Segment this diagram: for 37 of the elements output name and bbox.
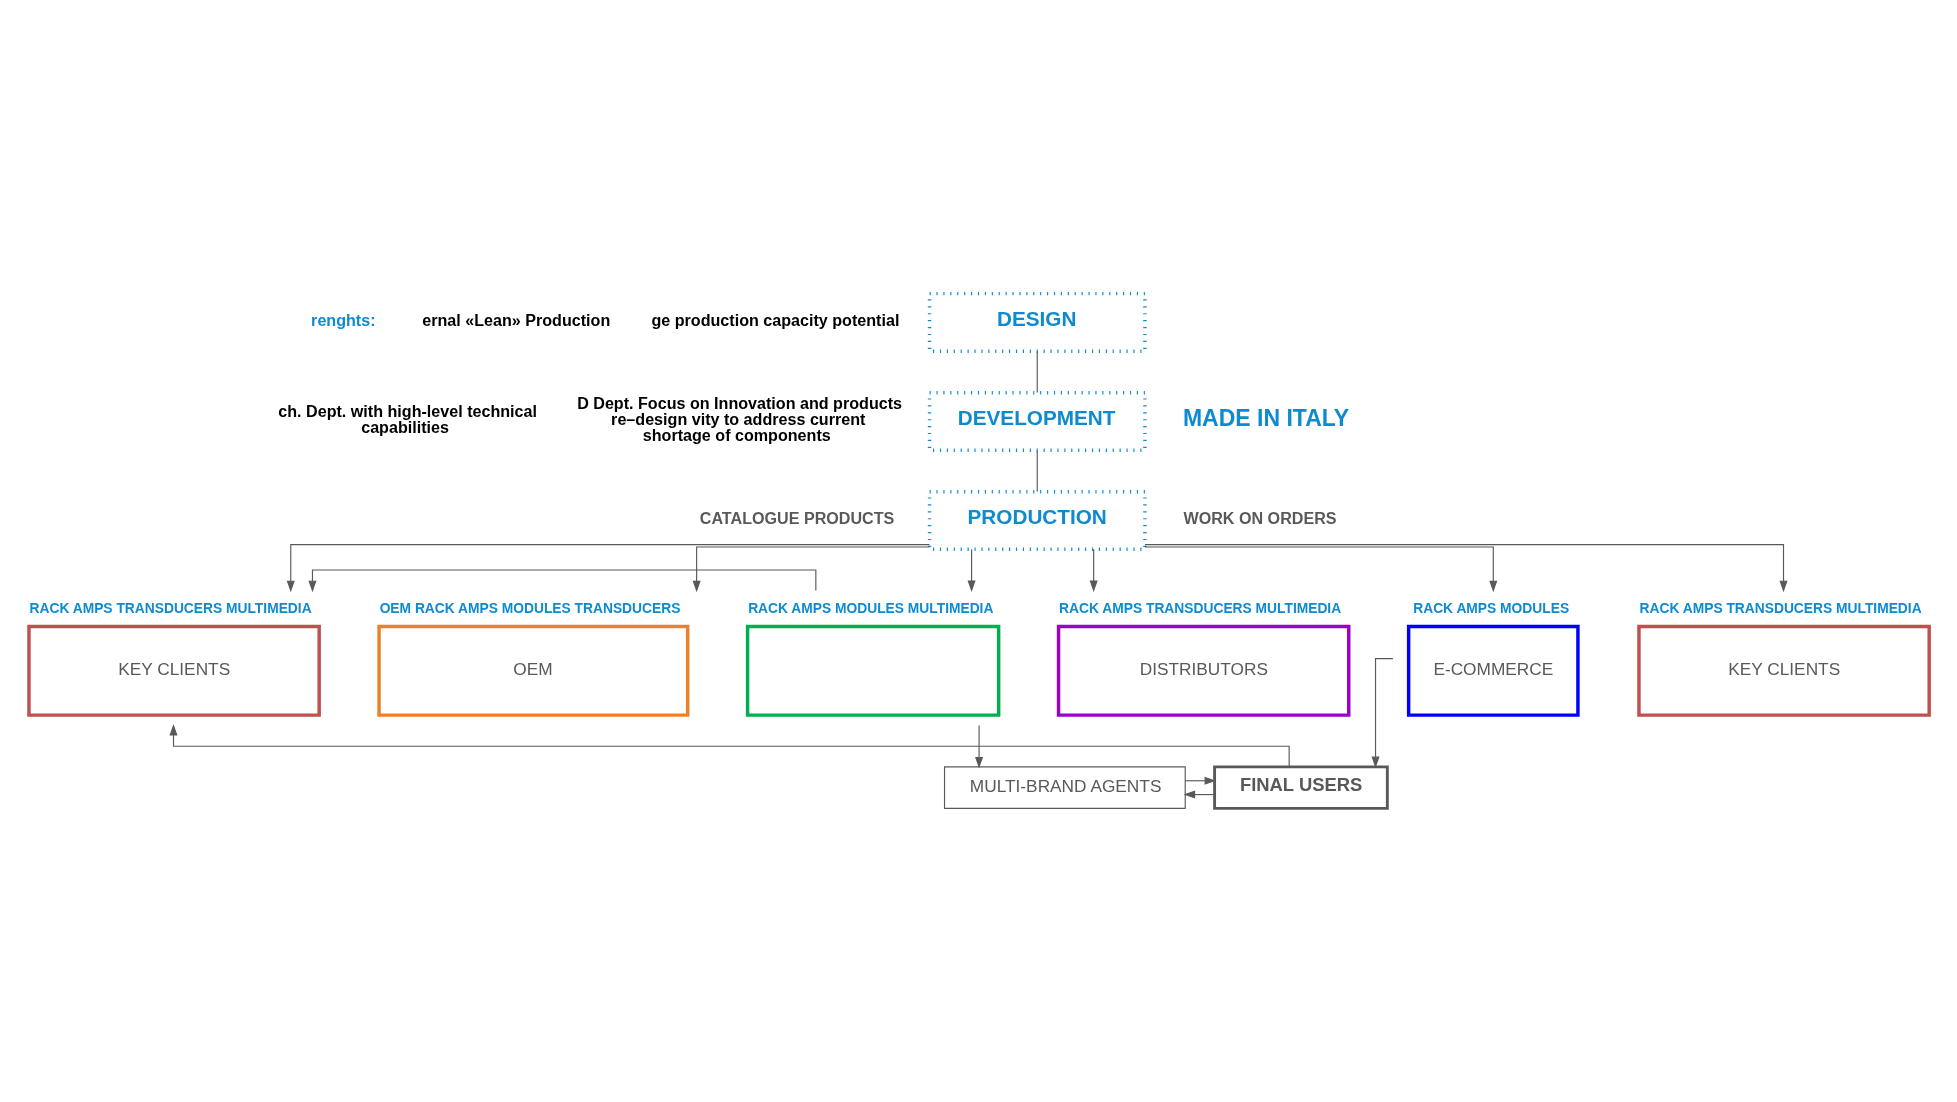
label: ge production capacity potential	[651, 310, 900, 329]
node-label: OEM RACK AMPS MODULES TRANSDUCERS	[379, 599, 681, 616]
arrow	[692, 546, 931, 593]
connector	[1036, 351, 1038, 394]
node-label: RACK AMPS MODULES	[1413, 599, 1570, 616]
node-box	[745, 624, 1001, 717]
node-box: E-COMMERCE	[1406, 624, 1580, 717]
node-box: DEVELOPMENT	[927, 390, 1147, 452]
label: CATALOGUE PRODUCTS	[699, 508, 895, 527]
label: MADE IN ITALY	[1182, 405, 1350, 432]
node-label: RACK AMPS TRANSDUCERS MULTIMEDIA	[29, 599, 312, 616]
arrow	[1144, 544, 1788, 593]
label: WORK ON ORDERS	[1183, 508, 1337, 527]
node-label: RACK AMPS TRANSDUCERS MULTIMEDIA	[1059, 599, 1342, 616]
arrow	[286, 544, 931, 593]
node-box: MULTI-BRAND AGENTS	[943, 766, 1186, 809]
arrow	[1183, 790, 1215, 799]
label: ernal «Lean» Production	[422, 310, 611, 329]
node-label: RACK AMPS MODULES MULTIMEDIA	[748, 599, 994, 616]
node-box: OEM	[377, 624, 690, 717]
label: ch. Dept. with high-level technical capabilities	[278, 402, 537, 437]
label: D Dept. Focus on Innovation and products re–design vity to address current shortage of components	[577, 394, 903, 445]
arrow	[967, 548, 976, 592]
arrow	[1184, 776, 1217, 785]
node-label: RACK AMPS TRANSDUCERS MULTIMEDIA	[1639, 599, 1922, 616]
node-box: PRODUCTION	[927, 489, 1147, 551]
arrow	[1371, 658, 1394, 769]
node-box: DESIGN	[927, 291, 1147, 353]
connector	[1036, 450, 1038, 493]
arrow	[1089, 548, 1098, 592]
label: renghts:	[311, 310, 376, 329]
node-box: KEY CLIENTS	[1637, 624, 1931, 717]
arrow	[1144, 546, 1498, 593]
node-box: DISTRIBUTORS	[1056, 624, 1351, 717]
arrow	[975, 724, 984, 769]
node-box: FINAL USERS	[1213, 765, 1389, 810]
node-box: KEY CLIENTS	[27, 624, 321, 717]
